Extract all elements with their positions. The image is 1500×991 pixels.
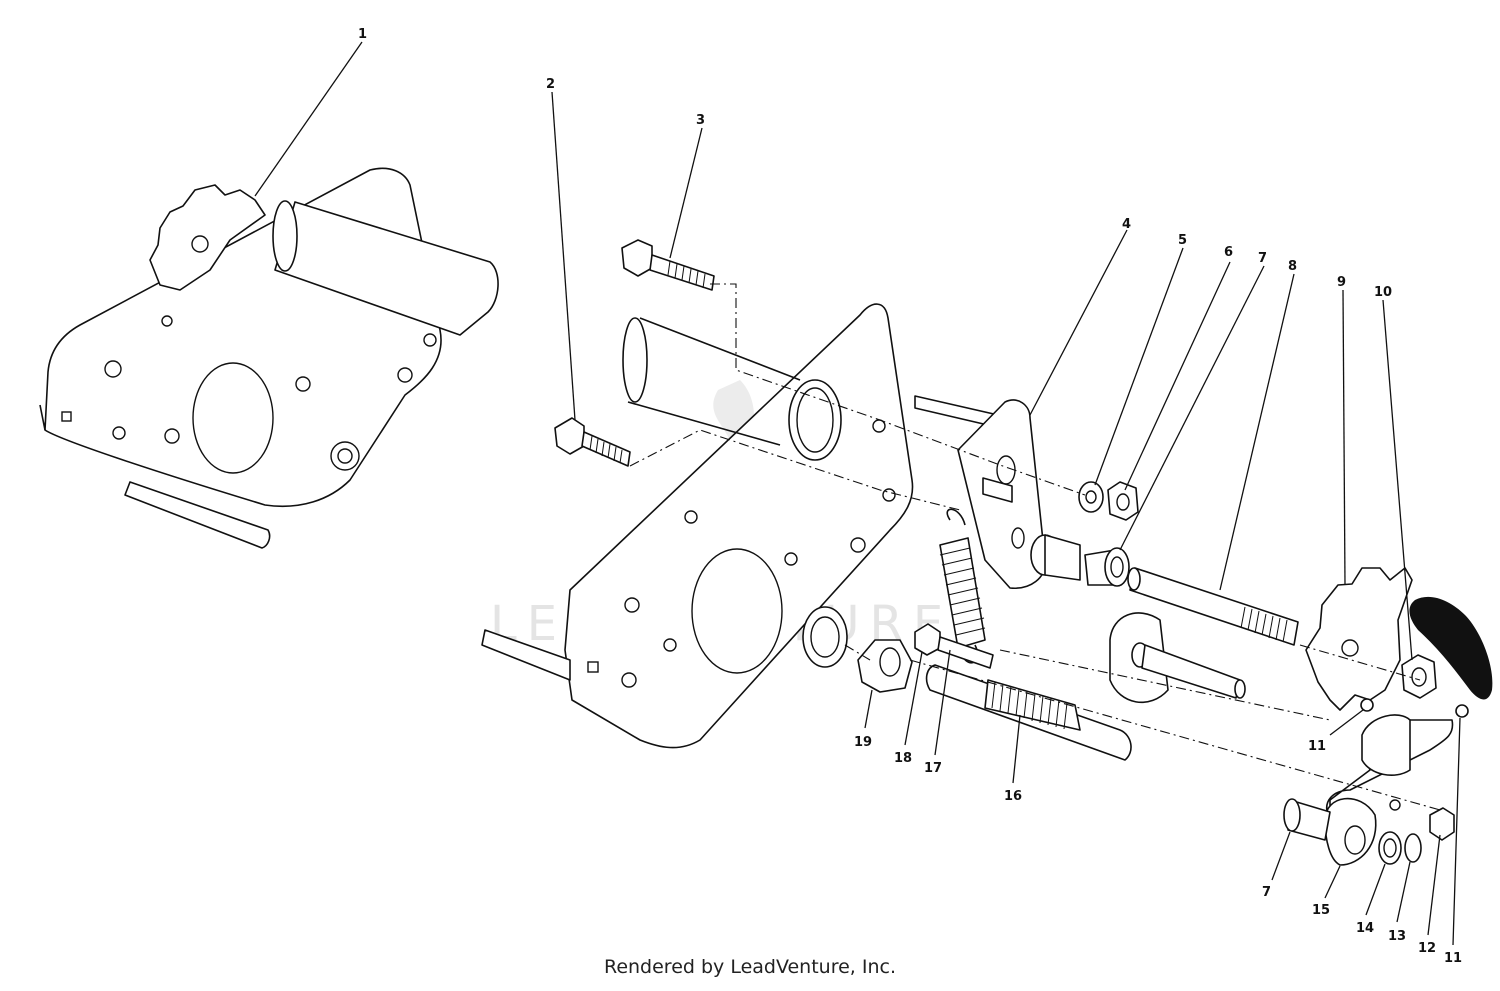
callout-6: 6 bbox=[1224, 245, 1233, 260]
callout-13: 13 bbox=[1388, 929, 1406, 944]
part-1-housing-plate bbox=[39, 167, 499, 549]
part-10-nut bbox=[1401, 596, 1493, 700]
part-11-set-screw-lower bbox=[1455, 704, 1469, 718]
callout-labels: 1 2 3 4 5 6 7 8 9 10 11 11 12 13 14 15 7… bbox=[358, 27, 1462, 966]
part-9-sprocket bbox=[1305, 567, 1413, 711]
leader-lines bbox=[254, 41, 1461, 946]
part-2-bolt bbox=[554, 417, 631, 467]
part-16-threaded-stud bbox=[925, 664, 1132, 761]
callout-15: 15 bbox=[1312, 903, 1330, 918]
part-4-bracket bbox=[914, 395, 1081, 589]
idler-pulley bbox=[1109, 612, 1246, 704]
callout-5: 5 bbox=[1178, 233, 1187, 248]
part-7-bushing-lower bbox=[1283, 798, 1331, 841]
callout-11-upper: 11 bbox=[1308, 739, 1326, 754]
callout-14: 14 bbox=[1356, 921, 1374, 936]
callout-17: 17 bbox=[924, 761, 942, 776]
part-14-washer bbox=[1378, 831, 1402, 865]
callout-7-upper: 7 bbox=[1258, 251, 1267, 266]
center-housing-plate bbox=[481, 303, 914, 749]
part-18-bolt bbox=[914, 623, 994, 669]
callout-1: 1 bbox=[358, 27, 367, 42]
part-3-bolt bbox=[621, 239, 715, 291]
part-12-nut bbox=[1429, 807, 1455, 841]
part-8-shaft bbox=[1127, 567, 1299, 646]
callout-3: 3 bbox=[696, 113, 705, 128]
part-6-nut bbox=[1107, 481, 1139, 521]
callout-16: 16 bbox=[1004, 789, 1022, 804]
part-7-bushing-upper bbox=[1084, 547, 1130, 587]
callout-11-lower: 11 bbox=[1444, 951, 1462, 966]
callout-19: 19 bbox=[854, 735, 872, 750]
part-13-snap-ring bbox=[1404, 833, 1422, 863]
callout-4: 4 bbox=[1122, 217, 1131, 232]
callout-12: 12 bbox=[1418, 941, 1436, 956]
part-15-arm bbox=[1324, 714, 1454, 866]
assembly-center-lines bbox=[629, 283, 1441, 811]
part-19-hex-nut bbox=[857, 639, 913, 693]
callout-9: 9 bbox=[1337, 275, 1346, 290]
callout-10: 10 bbox=[1374, 285, 1392, 300]
part-5-washer bbox=[1078, 481, 1104, 513]
callout-18: 18 bbox=[894, 751, 912, 766]
credit-line: Rendered by LeadVenture, Inc. bbox=[603, 956, 897, 978]
callout-7-lower: 7 bbox=[1262, 885, 1271, 900]
part-11-set-screw-upper bbox=[1360, 698, 1374, 712]
callout-2: 2 bbox=[546, 77, 555, 92]
callout-8: 8 bbox=[1288, 259, 1297, 274]
